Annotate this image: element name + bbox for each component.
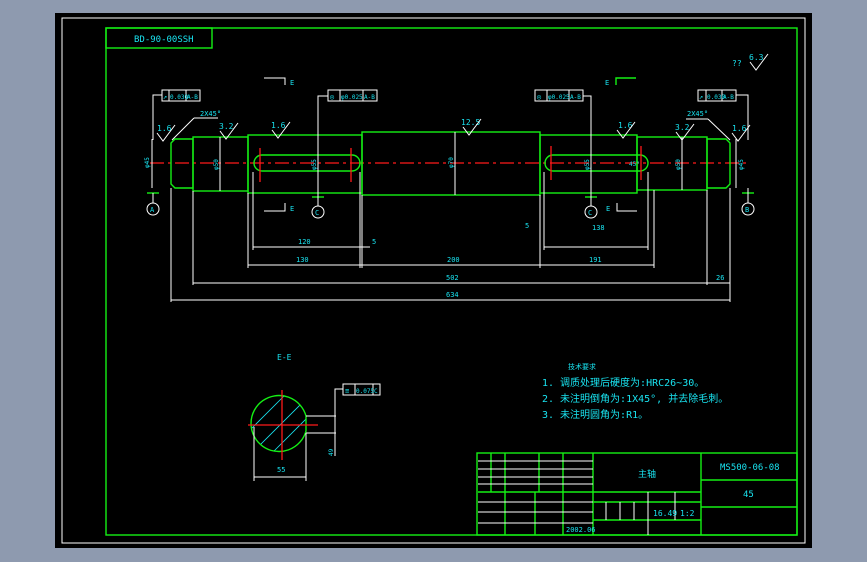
shaft [170, 131, 731, 196]
dim-gap-right: 5 [525, 222, 529, 230]
svg-text:E: E [605, 79, 609, 87]
dim-gap-left: 5 [372, 238, 376, 246]
svg-text:6.3: 6.3 [749, 53, 764, 62]
svg-text:≡: ≡ [345, 387, 349, 395]
svg-text:↗: ↗ [699, 93, 703, 101]
svg-text:φ50: φ50 [213, 159, 220, 170]
svg-text:φ50: φ50 [675, 159, 682, 170]
chamfer-left: 2X45° [200, 110, 221, 118]
svg-text:A-B: A-B [187, 94, 198, 101]
dim-key-right: 138 [592, 224, 605, 232]
svg-text:φ0.025: φ0.025 [548, 94, 570, 101]
roughness-symbols: 1.6 3.2 1.6 12.5 1.6 3.2 1.6 6.3 ?? [157, 53, 764, 133]
section-view: E-E ≡ 0.075 C 49 55 [248, 353, 381, 481]
svg-text:A-B: A-B [364, 94, 375, 101]
sheet-border [61, 17, 806, 544]
datum-a: A [146, 192, 160, 216]
svg-text:45°: 45° [629, 161, 640, 168]
svg-text:φ45: φ45 [738, 159, 745, 170]
part-name: 主轴 [638, 468, 656, 480]
dim-overall: 634 [446, 291, 459, 299]
code-box [105, 27, 213, 49]
tolerance-frame-2: ◎ φ0.025 A-B [317, 89, 378, 135]
svg-text:A: A [150, 206, 155, 214]
section-marks: E E E E [264, 77, 637, 213]
scale: 1:2 [680, 509, 695, 518]
svg-text:3.2: 3.2 [219, 122, 234, 131]
svg-text:0.030: 0.030 [170, 94, 188, 101]
drawing-number: MS500-06-08 [720, 463, 780, 473]
svg-text:◎: ◎ [537, 93, 542, 101]
extension-lines [151, 132, 737, 302]
svg-text:1.6: 1.6 [271, 121, 286, 130]
tolerance-frame-4: ↗ 0.030 A-B [697, 89, 749, 140]
svg-text:A-B: A-B [723, 94, 734, 101]
technical-requirements: 技术要求 1. 调质处理后硬度为:HRC26~30。 2. 未注明倒角为:1X4… [542, 362, 728, 421]
canvas [55, 13, 812, 548]
svg-text:↗: ↗ [163, 93, 167, 101]
dim-key-left: 120 [298, 238, 311, 246]
datum-b: B [741, 188, 755, 216]
svg-text:55: 55 [277, 466, 285, 474]
svg-text:1.6: 1.6 [157, 124, 172, 133]
svg-text:49: 49 [328, 448, 335, 456]
svg-text:φ45: φ45 [144, 157, 151, 168]
weight: 16.49 [653, 509, 677, 518]
svg-text:3. 未注明圆角为:R1。: 3. 未注明圆角为:R1。 [542, 408, 648, 421]
svg-text:C: C [315, 209, 319, 217]
svg-text:1. 调质处理后硬度为:HRC26~30。: 1. 调质处理后硬度为:HRC26~30。 [542, 376, 704, 389]
section-label: E-E [277, 353, 292, 362]
keyway-right [544, 154, 649, 172]
tolerance-frame-3: ◎ φ0.025 A-B [534, 89, 592, 135]
shaft-right-end [706, 138, 731, 189]
keyway-left [253, 154, 361, 172]
dim-seg-right: 191 [589, 256, 602, 264]
svg-text:3.2: 3.2 [675, 123, 690, 132]
svg-text:φ55: φ55 [311, 159, 318, 170]
dim-end-right: 26 [716, 274, 724, 282]
material: 45 [743, 490, 754, 500]
svg-text:B: B [745, 206, 749, 214]
tolerance-frame-1: ↗ 0.030 A-B [152, 89, 201, 140]
title-block: 主轴 MS500-06-08 45 16.49 1:2 2002.06 [476, 452, 798, 536]
svg-text:1.6: 1.6 [618, 121, 633, 130]
svg-text:技术要求: 技术要求 [568, 362, 596, 371]
diameter-labels: φ45 φ50 φ55 φ70 φ55 φ50 φ45 45° [144, 157, 745, 170]
drawing-code: BD-90-00SSH [134, 35, 194, 45]
svg-text:E: E [290, 79, 294, 87]
svg-text:E: E [290, 205, 294, 213]
roughness-marks [156, 53, 769, 142]
svg-text:2. 未注明倒角为:1X45°, 并去除毛刺。: 2. 未注明倒角为:1X45°, 并去除毛刺。 [542, 392, 728, 405]
svg-text:φ55: φ55 [584, 159, 591, 170]
svg-text:φ0.025: φ0.025 [341, 94, 363, 101]
svg-text:12.5: 12.5 [461, 118, 480, 127]
svg-text:C: C [374, 388, 378, 395]
dim-seg-middle: 200 [447, 256, 460, 264]
dim-overall-inner: 502 [446, 274, 459, 282]
drawing-frame [105, 27, 798, 536]
svg-text:??: ?? [732, 59, 742, 68]
svg-text:1.6: 1.6 [732, 124, 747, 133]
svg-text:C: C [588, 209, 592, 217]
datum-c-right: C [584, 193, 598, 219]
svg-text:A-B: A-B [570, 94, 581, 101]
svg-text:0.030: 0.030 [707, 94, 725, 101]
datum-c-left: C [311, 193, 325, 219]
chamfer-right: 2X45° [687, 110, 708, 118]
svg-text:0.075: 0.075 [356, 388, 374, 395]
dimension-lines [171, 246, 730, 301]
svg-text:φ70: φ70 [448, 157, 455, 168]
dim-seg-left: 130 [296, 256, 309, 264]
svg-text:E: E [606, 205, 610, 213]
svg-text:◎: ◎ [330, 93, 335, 101]
date: 2002.06 [566, 526, 596, 534]
